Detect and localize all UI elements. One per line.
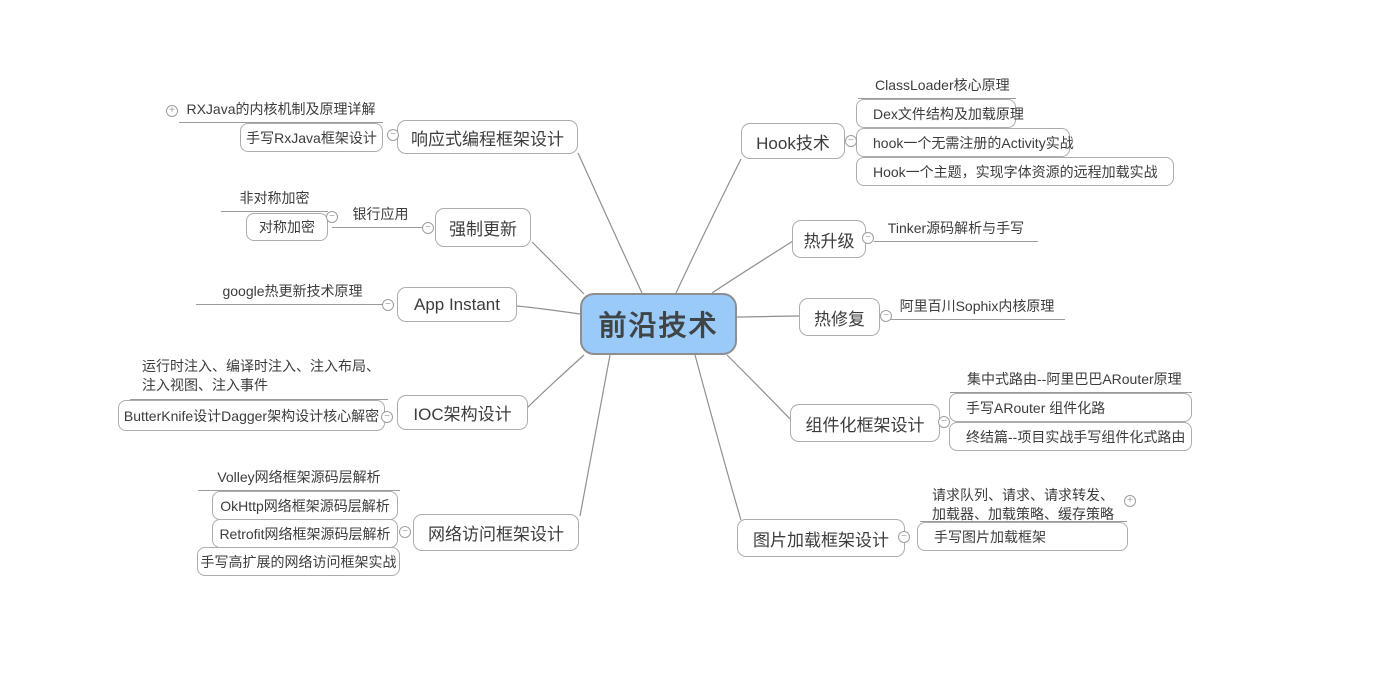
collapse-icon[interactable]: − <box>382 299 394 311</box>
link-label-bank-app[interactable]: 银行应用 <box>332 205 429 228</box>
branch-componentization[interactable]: 组件化框架设计 <box>790 404 940 442</box>
subtopic-sophix[interactable]: 阿里百川Sophix内核原理 <box>889 296 1065 320</box>
subtopic-classloader[interactable]: ClassLoader核心原理 <box>858 76 1016 99</box>
branch-network-framework[interactable]: 网络访问框架设计 <box>413 514 579 551</box>
subtopic-symmetric-encryption[interactable]: 对称加密 <box>246 213 328 241</box>
subtopic-google-hotupdate[interactable]: google热更新技术原理 <box>196 282 389 305</box>
subtopic-handwrite-network[interactable]: 手写高扩展的网络访问框架实战 <box>197 547 400 576</box>
subtopic-injection-types[interactable]: 运行时注入、编译时注入、注入布局、注入视图、注入事件 <box>130 357 388 400</box>
collapse-icon[interactable]: − <box>422 222 434 234</box>
subtopic-hook-activity[interactable]: hook一个无需注册的Activity实战 <box>856 128 1074 157</box>
expand-icon[interactable]: + <box>1124 495 1136 507</box>
subtopic-request-queue[interactable]: 请求队列、请求、请求转发、加载器、加载策略、缓存策略 <box>920 486 1127 522</box>
subtopic-hook-theme-font[interactable]: Hook一个主题，实现字体资源的远程加载实战 <box>856 157 1174 186</box>
subtopic-okhttp[interactable]: OkHttp网络框架源码层解析 <box>212 491 398 520</box>
subtopic-volley[interactable]: Volley网络框架源码层解析 <box>198 467 400 491</box>
branch-force-update[interactable]: 强制更新 <box>435 208 531 247</box>
expand-icon[interactable]: + <box>166 105 178 117</box>
subtopic-rxjava-principle[interactable]: RXJava的内核机制及原理详解 <box>179 99 383 123</box>
subtopic-handwrite-arouter[interactable]: 手写ARouter 组件化路 <box>949 393 1192 422</box>
collapse-icon[interactable]: − <box>898 531 910 543</box>
branch-ioc-architecture[interactable]: IOC架构设计 <box>397 395 528 430</box>
collapse-icon[interactable]: − <box>326 211 338 223</box>
collapse-icon[interactable]: − <box>399 526 411 538</box>
subtopic-retrofit[interactable]: Retrofit网络框架源码层解析 <box>212 519 398 548</box>
subtopic-asymmetric-encryption[interactable]: 非对称加密 <box>221 188 328 212</box>
subtopic-dex-structure[interactable]: Dex文件结构及加载原理 <box>856 99 1024 128</box>
subtopic-handwrite-rxjava[interactable]: 手写RxJava框架设计 <box>240 123 383 152</box>
collapse-icon[interactable]: − <box>381 411 393 423</box>
collapse-icon[interactable]: − <box>862 232 874 244</box>
branch-app-instant[interactable]: App Instant <box>397 287 517 322</box>
subtopic-handwrite-imageloader[interactable]: 手写图片加载框架 <box>917 522 1128 551</box>
subtopic-component-final[interactable]: 终结篇--项目实战手写组件化式路由 <box>949 422 1192 451</box>
branch-hot-fix[interactable]: 热修复 <box>799 298 880 336</box>
branch-reactive-framework[interactable]: 响应式编程框架设计 <box>397 120 578 154</box>
branch-image-loading[interactable]: 图片加载框架设计 <box>737 519 905 557</box>
collapse-icon[interactable]: − <box>880 310 892 322</box>
collapse-icon[interactable]: − <box>845 135 857 147</box>
subtopic-arouter-principle[interactable]: 集中式路由--阿里巴巴ARouter原理 <box>950 369 1192 393</box>
branch-hot-upgrade[interactable]: 热升级 <box>792 220 866 258</box>
branch-hook-technology[interactable]: Hook技术 <box>741 123 845 159</box>
subtopic-tinker[interactable]: Tinker源码解析与手写 <box>874 218 1038 242</box>
subtopic-butterknife-dagger[interactable]: ButterKnife设计Dagger架构设计核心解密 <box>118 400 385 431</box>
collapse-icon[interactable]: − <box>938 416 950 428</box>
central-topic[interactable]: 前沿技术 <box>580 293 737 355</box>
collapse-icon[interactable]: − <box>387 129 399 141</box>
